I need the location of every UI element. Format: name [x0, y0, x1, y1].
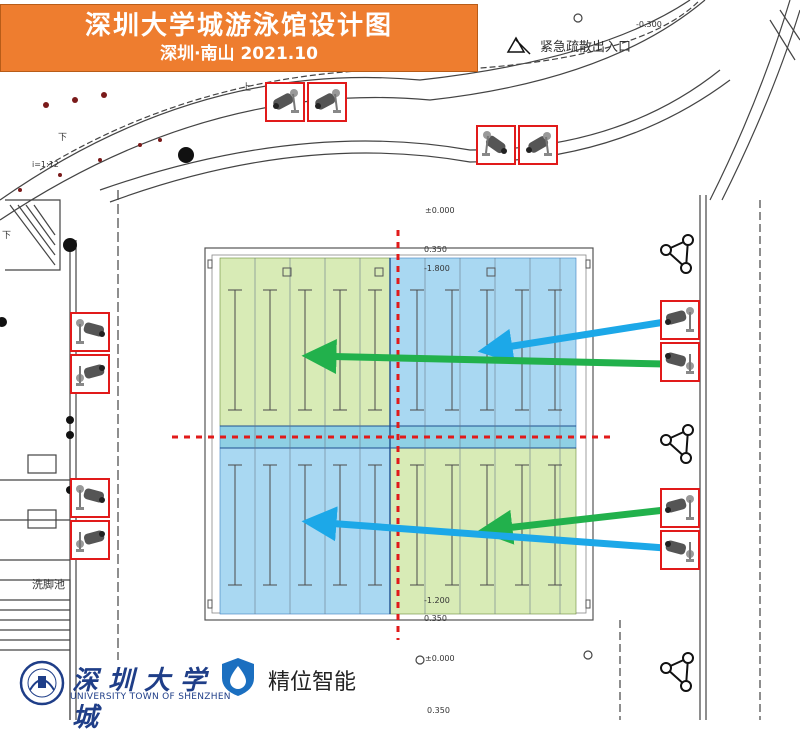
stair-down-label: 下 [58, 133, 68, 143]
decorative-dots [18, 92, 162, 192]
anchor-1 [660, 234, 694, 274]
exit-marker-icon [506, 36, 531, 55]
arrow-green-bottom [477, 506, 669, 545]
lane-markers [228, 289, 562, 586]
security-camera-icon [273, 89, 299, 113]
camera-device[interactable] [660, 342, 700, 382]
camera-device[interactable] [70, 520, 110, 560]
structural-columns [0, 147, 194, 494]
security-camera-icon [482, 131, 507, 156]
level-label: 0.350 [424, 245, 447, 254]
shield-drop-icon [222, 658, 254, 696]
center-axes [172, 230, 610, 640]
page-subtitle: 深圳·南山 2021.10 [160, 44, 318, 64]
title-banner: 深圳大学城游泳馆设计图 深圳·南山 2021.10 [0, 4, 478, 72]
security-camera-icon [526, 132, 552, 156]
company-logo: 精位智能 [218, 656, 378, 700]
university-name-cn: 深圳大学城 [72, 666, 217, 733]
slope-label: i=1:12 [32, 160, 59, 169]
camera-device[interactable] [307, 82, 347, 122]
camera-device[interactable] [518, 125, 558, 165]
camera-device[interactable] [265, 82, 305, 122]
level-label: ±0.000 [425, 654, 455, 663]
level-label: -1.800 [424, 264, 450, 273]
camera-device[interactable] [660, 488, 700, 528]
stair-up-label: 上 [242, 83, 252, 93]
company-name: 精位智能 [268, 670, 357, 695]
security-camera-icon [665, 495, 694, 520]
anchor-2 [660, 424, 694, 464]
anchor-devices [660, 234, 694, 692]
university-seal-icon [19, 660, 65, 706]
security-camera-icon [665, 352, 694, 374]
camera-device[interactable] [476, 125, 516, 165]
security-camera-icon [665, 307, 694, 332]
arrow-green-top [301, 339, 669, 375]
arrow-blue-top [477, 318, 669, 364]
security-camera-icon [76, 364, 105, 386]
level-label: 0.350 [427, 706, 450, 715]
anchor-3 [660, 652, 694, 692]
camera-device[interactable] [660, 300, 700, 340]
footbath-label: 洗脚池 [32, 578, 65, 591]
security-camera-icon [315, 89, 341, 113]
level-label: 0.350 [424, 614, 447, 623]
emergency-exit-label: 紧急疏散出入口 [540, 40, 632, 55]
arrow-blue-bottom [301, 506, 669, 552]
university-logo: 深圳大学城 UNIVERSITY TOWN OF SHENZHEN [18, 660, 238, 733]
university-name-en: UNIVERSITY TOWN OF SHENZHEN [70, 692, 231, 702]
security-camera-icon [76, 485, 105, 510]
page-title: 深圳大学城游泳馆设计图 [84, 11, 393, 41]
flow-arrows [301, 318, 669, 552]
camera-device[interactable] [70, 354, 110, 394]
camera-device[interactable] [70, 478, 110, 518]
security-camera-icon [76, 319, 105, 344]
stair-down-label: 下 [2, 231, 12, 241]
level-label: ±0.000 [425, 206, 455, 215]
security-camera-icon [76, 530, 105, 552]
security-camera-icon [665, 540, 694, 562]
camera-device[interactable] [660, 530, 700, 570]
level-label: -0.300 [636, 20, 662, 29]
level-label: -1.200 [424, 596, 450, 605]
camera-device[interactable] [70, 312, 110, 352]
